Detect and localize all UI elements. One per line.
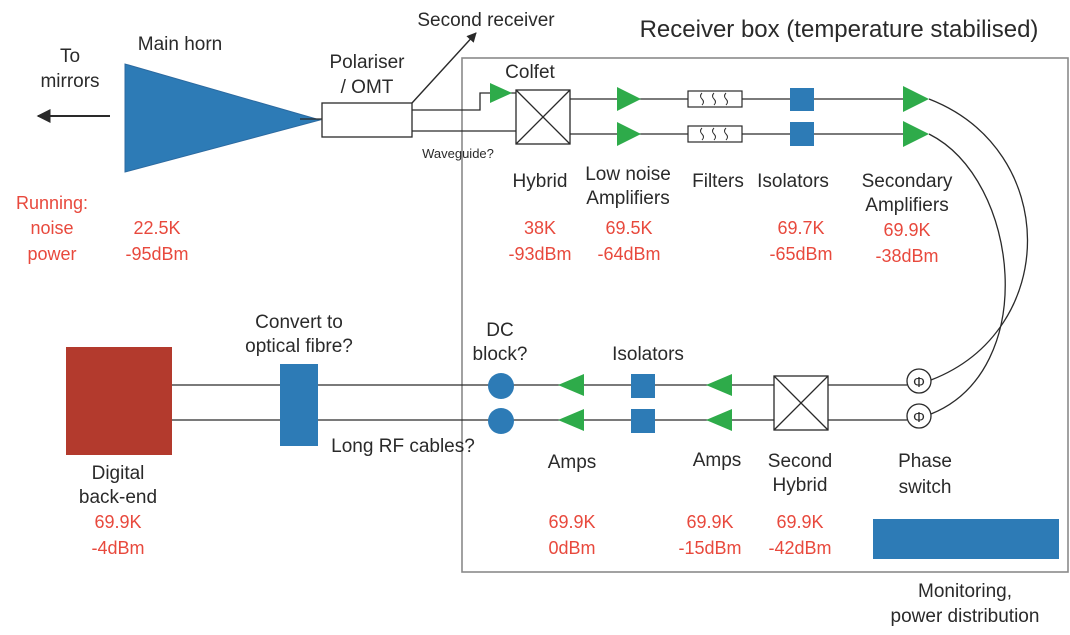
optical-converter [280,364,318,446]
to-mirrors-label-1: To [60,46,80,67]
convert-optical-label-1: Convert to [255,312,343,333]
receiver-box-title: Receiver box (temperature stabilised) [640,16,1039,43]
second-hybrid-label-2: Hybrid [773,475,828,496]
secondary-amplifier-2 [903,121,929,147]
lna-noise-value: 69.5K [605,218,652,238]
filter-1 [687,90,743,108]
main-horn [124,63,322,173]
digital-backend [66,347,172,455]
isolator-top-2 [790,122,814,146]
amp-right-2 [706,409,732,431]
dc-block-label-2: block? [473,344,528,365]
main-horn-label: Main horn [138,34,223,55]
secondary-amplifier-1 [903,86,929,112]
isolator-bottom-1 [631,374,655,398]
isolators-top-label: Isolators [757,171,829,192]
hybrid-power-value: -93dBm [508,244,571,264]
phase-switch-label-2: switch [899,477,952,498]
backend-noise-value: 69.9K [94,512,141,532]
phi-label-2: Φ [913,409,925,426]
hybrid-cross-2 [515,89,571,145]
phase-switch-2: Φ [906,403,932,429]
isolators-power-value: -65dBm [769,244,832,264]
amp-right-1 [706,374,732,396]
horn-noise-value: 22.5K [133,218,180,238]
low-noise-amplifier-1 [617,87,641,111]
amps-left-label: Amps [548,452,597,473]
running-noise-label: noise [30,218,73,238]
polariser-label-1: Polariser [330,52,406,73]
amps-left-noise-value: 69.9K [548,512,595,532]
secondary-amplifiers-label-1: Secondary [862,171,953,192]
amps-left-power-value: 0dBm [548,538,595,558]
monitoring-label-1: Monitoring, [918,581,1012,602]
monitoring-label-2: power distribution [891,606,1040,627]
running-power-label: power [27,244,76,264]
dc-block-2 [488,408,514,434]
monitoring-bar [873,519,1059,559]
return-curve-inner [928,133,1006,415]
polariser-omt [321,102,413,138]
amp-left-1 [558,374,584,396]
secondary-amplifiers-label-2: Amplifiers [865,195,948,216]
to-mirrors-label-2: mirrors [40,71,99,92]
lna-power-value: -64dBm [597,244,660,264]
colfet-amplifier [490,83,512,103]
backend-power-value: -4dBm [91,538,144,558]
lna-label-1: Low noise [585,164,671,185]
receiver-box [461,57,1069,573]
long-rf-cables-label: Long RF cables? [331,436,475,457]
dc-block-label-1: DC [486,320,513,341]
hybrid-noise-value: 38K [524,218,556,238]
isolator-top-1 [790,88,814,111]
second-hybrid-noise-value: 69.9K [776,512,823,532]
phi-label-1: Φ [913,374,925,391]
phase-switch-label-1: Phase [898,451,952,472]
second-hybrid-cross-2 [773,375,829,431]
running-title: Running: [16,193,88,213]
second-receiver-arrow [411,32,477,104]
second-receiver-label: Second receiver [417,10,555,31]
filter-2 [687,125,743,143]
phase-switch-1: Φ [906,368,932,394]
amps-right-label: Amps [693,450,742,471]
second-hybrid-label-1: Second [768,451,832,472]
isolator-bottom-2 [631,409,655,433]
low-noise-amplifier-2 [617,122,641,146]
second-hybrid-power-value: -42dBm [768,538,831,558]
waveguide-label: Waveguide? [422,146,494,161]
hybrid-label: Hybrid [513,171,568,192]
secondary-power-value: -38dBm [875,246,938,266]
amps-right-noise-value: 69.9K [686,512,733,532]
amp-left-2 [558,409,584,431]
return-curve-outer [928,98,1029,381]
secondary-noise-value: 69.9K [883,220,930,240]
digital-backend-label-1: Digital [92,463,145,484]
digital-backend-label-2: back-end [79,487,157,508]
polariser-label-2: / OMT [341,77,394,98]
dc-block-1 [488,373,514,399]
convert-optical-label-2: optical fibre? [245,336,353,357]
colfet-label: Colfet [505,62,555,83]
filters-label: Filters [692,171,744,192]
isolators-noise-value: 69.7K [777,218,824,238]
amps-right-power-value: -15dBm [678,538,741,558]
isolators-bottom-label: Isolators [612,344,684,365]
lna-label-2: Amplifiers [586,188,669,209]
horn-power-value: -95dBm [125,244,188,264]
